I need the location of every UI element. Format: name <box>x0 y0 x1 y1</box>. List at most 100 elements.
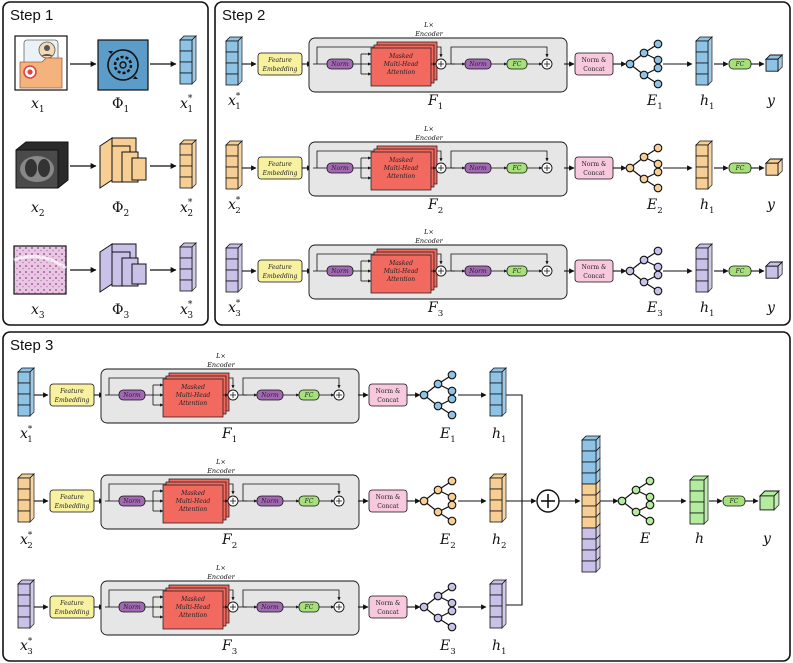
step3-row2-expert-label: E2 <box>439 532 456 551</box>
svg-text:Concat: Concat <box>583 66 605 73</box>
add-residual-icon <box>541 162 553 174</box>
svg-text:Feature: Feature <box>267 161 292 168</box>
svg-text:Feature: Feature <box>59 494 84 501</box>
step3-row3-input-vector <box>17 579 35 629</box>
svg-text:Encoder: Encoder <box>206 467 235 475</box>
step3-row1-hidden-label: h1 <box>492 426 507 445</box>
step3-row3-norm-concat: Norm &Concat <box>368 595 408 619</box>
step2-row1-norm-2: Norm <box>464 58 492 70</box>
step2-row1-input-vector <box>225 36 243 86</box>
svg-text:Norm &: Norm & <box>376 388 401 395</box>
svg-text:Norm: Norm <box>122 498 141 505</box>
svg-text:FC: FC <box>729 498 739 505</box>
step2-row1-norm-1: Norm <box>326 58 354 70</box>
step2-row1-output-cube <box>764 53 784 73</box>
svg-text:Norm: Norm <box>260 498 279 505</box>
step3-row2-hidden-label: h2 <box>492 532 507 551</box>
step2-row1-expert-label: E1 <box>646 93 663 112</box>
svg-text:L×: L× <box>215 458 226 466</box>
svg-text:Norm: Norm <box>330 165 349 172</box>
svg-text:Multi-Head: Multi-Head <box>175 604 211 611</box>
svg-text:Embedding: Embedding <box>262 66 298 73</box>
step3-row2-norm-2: Norm <box>256 495 284 507</box>
add-residual-icon <box>333 601 345 613</box>
svg-text:Feature: Feature <box>267 57 292 64</box>
step2-row3-expert-tree-icon <box>625 246 663 296</box>
svg-text:Attention: Attention <box>178 506 207 513</box>
add-residual-icon <box>227 495 239 507</box>
svg-text:FC: FC <box>735 165 745 172</box>
svg-text:Multi-Head: Multi-Head <box>383 61 419 68</box>
step2-row2-hidden-label: h1 <box>700 197 715 216</box>
step2-row3-input-vector <box>225 243 243 293</box>
step2-panel <box>214 1 791 326</box>
clinical-record-icon <box>14 35 68 91</box>
fusion-output-cube <box>758 489 780 511</box>
step2-row2-norm-2: Norm <box>464 162 492 174</box>
step3-row3-fc-1: FC <box>298 601 320 613</box>
svg-text:L×: L× <box>423 21 434 29</box>
svg-text:Masked: Masked <box>388 53 413 60</box>
svg-text:Norm &: Norm & <box>582 264 607 271</box>
svg-text:Attention: Attention <box>386 69 415 76</box>
svg-text:Concat: Concat <box>583 170 605 177</box>
step2-row3-norm-concat: Norm & Concat <box>574 259 614 283</box>
add-residual-icon <box>333 389 345 401</box>
phi1-gear-model-icon <box>97 39 149 91</box>
svg-text:Multi-Head: Multi-Head <box>175 392 211 399</box>
svg-text:Concat: Concat <box>583 273 605 280</box>
svg-text:Concat: Concat <box>377 503 399 510</box>
step2-row1-input-label: x*1 <box>228 91 241 112</box>
svg-text:Norm: Norm <box>330 268 349 275</box>
phi3-cnn-model-icon <box>99 243 147 293</box>
svg-text:Norm: Norm <box>260 392 279 399</box>
svg-text:L×: L× <box>215 352 226 360</box>
step3-row1-norm-1: Norm <box>118 389 146 401</box>
svg-text:Norm: Norm <box>468 61 487 68</box>
step2-row2-norm-1: Norm <box>326 162 354 174</box>
step2-row2-norm-concat: Norm &Concat <box>574 156 614 180</box>
svg-text:Norm: Norm <box>468 165 487 172</box>
step2-row1-hidden-label: h1 <box>700 93 715 112</box>
add-residual-icon <box>541 265 553 277</box>
step2-row1-output-label: y <box>766 93 776 109</box>
step2-row3-encoder-label: F3 <box>427 300 443 319</box>
step1-input-label-1: x1 <box>31 96 45 115</box>
fusion-output-label: y <box>762 531 772 547</box>
svg-text:Masked: Masked <box>180 384 205 391</box>
step1-input-label-2: x2 <box>31 200 45 219</box>
step3-row3-expert-tree-icon <box>419 582 457 632</box>
step2-row1-encoder-block: L×EncoderNormMaskedMulti-HeadAttentionNo… <box>308 21 568 93</box>
add-residual-icon <box>435 162 447 174</box>
svg-text:FC: FC <box>735 61 745 68</box>
step2-row3-hidden-label: h1 <box>700 300 715 319</box>
svg-text:Norm: Norm <box>330 61 349 68</box>
step2-row2-output-cube <box>764 157 784 177</box>
step1-panel <box>2 1 209 326</box>
svg-text:FC: FC <box>512 61 522 68</box>
step1-model-label-1: Φ1 <box>112 96 129 115</box>
step1-output-label-3: x*3 <box>180 300 193 321</box>
step2-row2-encoder-label: F2 <box>427 197 443 216</box>
step1-embedding-vector-1 <box>179 35 197 85</box>
step2-row2-output-label: y <box>766 197 776 213</box>
step3-row3-norm-2: Norm <box>256 601 284 613</box>
step3-row2-encoder-label: F2 <box>221 532 237 551</box>
step2-row3-expert-label: E3 <box>646 300 663 319</box>
step3-row1-expert-label: E1 <box>439 426 456 445</box>
step3-row3-expert-label: E3 <box>439 638 456 657</box>
step2-row2-fc-head: FC <box>728 162 752 174</box>
svg-text:Embedding: Embedding <box>54 609 90 616</box>
step2-row1-fc-head: FC <box>728 58 752 70</box>
step2-row3-fc-1: FC <box>506 265 528 277</box>
svg-text:Embedding: Embedding <box>262 170 298 177</box>
svg-text:FC: FC <box>735 268 745 275</box>
svg-text:Masked: Masked <box>180 490 205 497</box>
step2-row2-input-vector <box>225 140 243 190</box>
svg-text:FC: FC <box>304 604 314 611</box>
svg-text:Embedding: Embedding <box>262 273 298 280</box>
step3-row2-encoder-block: L×EncoderNormMaskedMulti-HeadAttentionNo… <box>100 458 360 530</box>
